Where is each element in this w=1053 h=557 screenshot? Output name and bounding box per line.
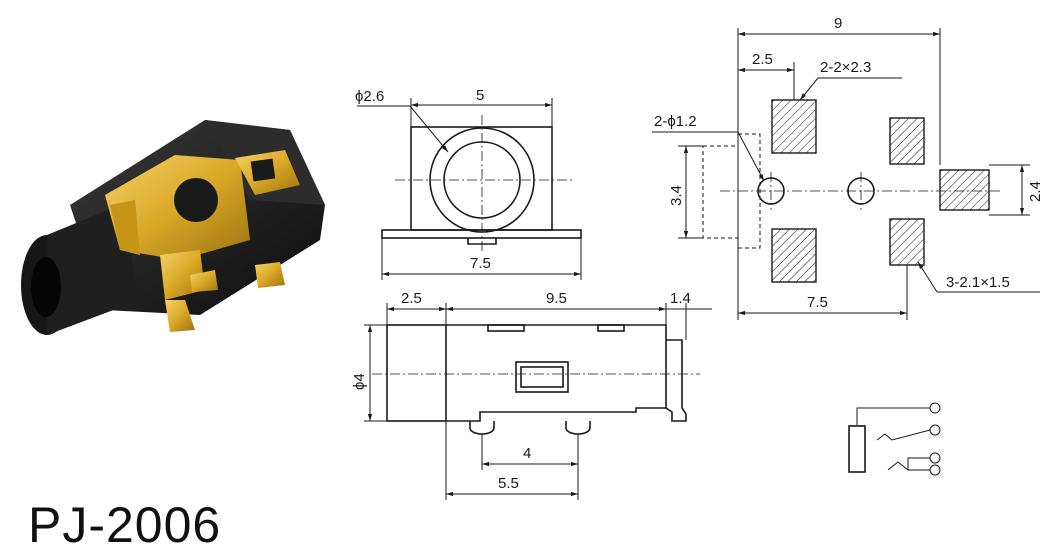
model-title: PJ-2006 bbox=[28, 497, 222, 553]
front-width-label: 5 bbox=[476, 87, 484, 104]
pad-top-right bbox=[889, 117, 925, 165]
top-pads-label: 2-2×2.3 bbox=[820, 59, 871, 76]
hole-diameter-label: ϕ2.6 bbox=[355, 88, 384, 105]
body-length-label: 9.5 bbox=[546, 290, 567, 307]
holes-label: 2-ϕ1.2 bbox=[654, 113, 697, 130]
pad-bottom-left bbox=[771, 228, 817, 283]
front-base-width-label: 7.5 bbox=[470, 255, 491, 272]
overall-length-label: 9 bbox=[834, 15, 842, 32]
side-view: 2.5 9.5 1.4 ϕ4 4 5.5 bbox=[351, 290, 712, 500]
height-left-label: 3.4 bbox=[668, 185, 685, 206]
pad-bottom-right bbox=[889, 218, 925, 266]
pad-right bbox=[939, 169, 990, 211]
front-length-label: 2.5 bbox=[401, 290, 422, 307]
tail-length-label: 1.4 bbox=[670, 290, 691, 307]
height-right-label: 2.4 bbox=[1027, 181, 1044, 202]
pin-spacing-label: 4 bbox=[523, 445, 531, 462]
pad-offset-label: 2.5 bbox=[752, 51, 773, 68]
schematic-contacts bbox=[848, 402, 941, 476]
front-view: 5 7.5 ϕ2.6 bbox=[355, 87, 582, 280]
side-pads-label: 3-2.1×1.5 bbox=[946, 274, 1010, 291]
pin-offset-label: 5.5 bbox=[498, 475, 519, 492]
pad-top-left bbox=[771, 99, 817, 154]
bottom-span-label: 7.5 bbox=[807, 294, 828, 311]
pcb-footprint: 9 2.5 3.4 2.4 7.5 2- bbox=[652, 15, 1044, 320]
side-diameter-label: ϕ4 bbox=[351, 373, 368, 390]
connector-photo bbox=[21, 120, 325, 335]
